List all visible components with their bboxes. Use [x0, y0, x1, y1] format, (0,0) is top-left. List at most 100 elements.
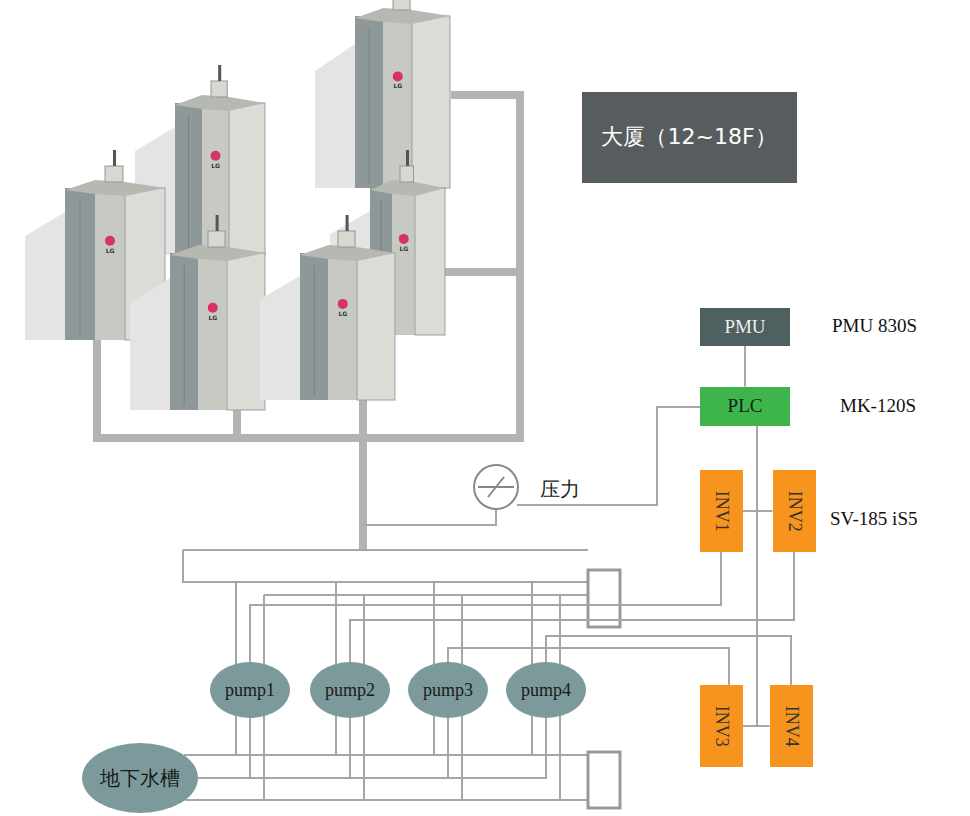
tower-face: [357, 253, 395, 400]
tower-face: [199, 247, 228, 410]
tower-cap: [338, 231, 355, 247]
tower-face: [95, 182, 125, 340]
tower-line: [188, 115, 189, 251]
tower-shadow: [315, 44, 355, 188]
vertical-label: INV3: [711, 706, 732, 747]
signal-wire: [757, 426, 773, 512]
tower-face: [227, 253, 265, 410]
tower-face: [229, 103, 265, 255]
vertical-label: INV2: [784, 491, 805, 532]
valve-box: [588, 570, 620, 627]
tower-face: [202, 97, 229, 255]
tower-line: [314, 265, 315, 396]
tower-face: [415, 188, 445, 335]
antenna: [406, 150, 409, 166]
signal-wire: [743, 426, 758, 512]
tower-line: [80, 200, 81, 336]
node-label: 地下水槽: [100, 767, 180, 790]
signal-wire: [198, 718, 350, 778]
building-box: 大厦（12~18F）: [582, 92, 797, 183]
signal-wire: [744, 346, 746, 387]
logo-text: LG: [106, 247, 115, 254]
logo-mark: [105, 236, 115, 246]
sensor-wire: [517, 407, 700, 505]
sensor-pipe: [363, 509, 496, 525]
pump-ellipse: pump3: [408, 662, 488, 718]
tower: [260, 215, 395, 400]
model-label: SV-185 iS5: [830, 508, 917, 530]
tower-face: [412, 16, 450, 188]
pipe-line: [183, 549, 588, 551]
tower: [130, 215, 265, 410]
antenna: [218, 65, 221, 81]
pipe: [445, 268, 520, 276]
valve-box: [588, 752, 620, 808]
tower-line: [369, 28, 370, 184]
gauge-needle: [478, 477, 514, 497]
tower-face: [355, 16, 384, 188]
ellipse-shape: [82, 743, 198, 813]
tank-ellipse: 地下水槽: [82, 743, 198, 813]
node-label: pump3: [423, 680, 473, 701]
pipe: [359, 395, 367, 545]
sensor-label: 压力: [540, 476, 580, 503]
tower: [315, 0, 450, 188]
logo-text: LG: [211, 162, 220, 169]
node-label: PMU: [724, 316, 765, 338]
pmu-box: PMU: [700, 308, 790, 346]
pipe-line: [183, 550, 588, 582]
tower-face: [170, 253, 199, 410]
node-label: pump1: [225, 680, 275, 701]
antenna: [113, 150, 116, 166]
inverter-box: INV2: [773, 470, 816, 552]
vertical-label: INV1: [711, 491, 732, 532]
pressure-gauge: [474, 465, 518, 509]
logo-mark: [208, 303, 218, 313]
tower-shadow: [260, 276, 300, 400]
logo-mark: [338, 299, 348, 309]
tower-face: [65, 188, 95, 340]
tower-cap: [211, 81, 227, 97]
inverter-box: INV4: [770, 685, 813, 767]
model-label: MK-120S: [840, 395, 916, 417]
tower-face: [300, 253, 329, 400]
pump-ellipse: pump2: [310, 662, 390, 718]
node-label: 大厦（12~18F）: [601, 124, 776, 149]
signal-wire: [198, 718, 448, 778]
tower-face: [329, 247, 358, 400]
building-illustration: [25, 0, 450, 410]
inverter-box: INV3: [700, 685, 743, 767]
logo-mark: [393, 71, 403, 81]
tower-face: [384, 10, 413, 188]
logo-mark: [399, 234, 409, 244]
signal-wire: [198, 718, 250, 778]
building-pipes: [97, 95, 520, 545]
tower-cap: [393, 0, 410, 10]
tower-cap: [400, 166, 414, 182]
logo-text: LG: [393, 82, 402, 89]
pump-ellipse: pump4: [506, 662, 586, 718]
signal-wire: [250, 552, 721, 662]
node-label: PLC: [728, 395, 763, 417]
signal-wire: [350, 552, 794, 662]
tower-face: [175, 103, 202, 255]
tower-face: [393, 182, 416, 335]
node-label: pump4: [521, 680, 571, 701]
ellipse-shape: [506, 662, 586, 718]
pipe: [455, 95, 520, 438]
tower-shadow: [130, 278, 170, 410]
tower-cap: [208, 231, 225, 247]
gauge-dial: [474, 465, 518, 509]
pump-ellipse: pump1: [210, 662, 290, 718]
signal-wire: [757, 426, 770, 727]
antenna: [346, 215, 349, 231]
logo-text: LG: [338, 310, 347, 317]
ellipse-shape: [210, 662, 290, 718]
pipe-line: [236, 716, 560, 800]
logo-mark: [211, 151, 221, 161]
ellipse-shape: [310, 662, 390, 718]
signal-wire: [198, 718, 546, 778]
inverter-box: INV1: [700, 470, 743, 552]
